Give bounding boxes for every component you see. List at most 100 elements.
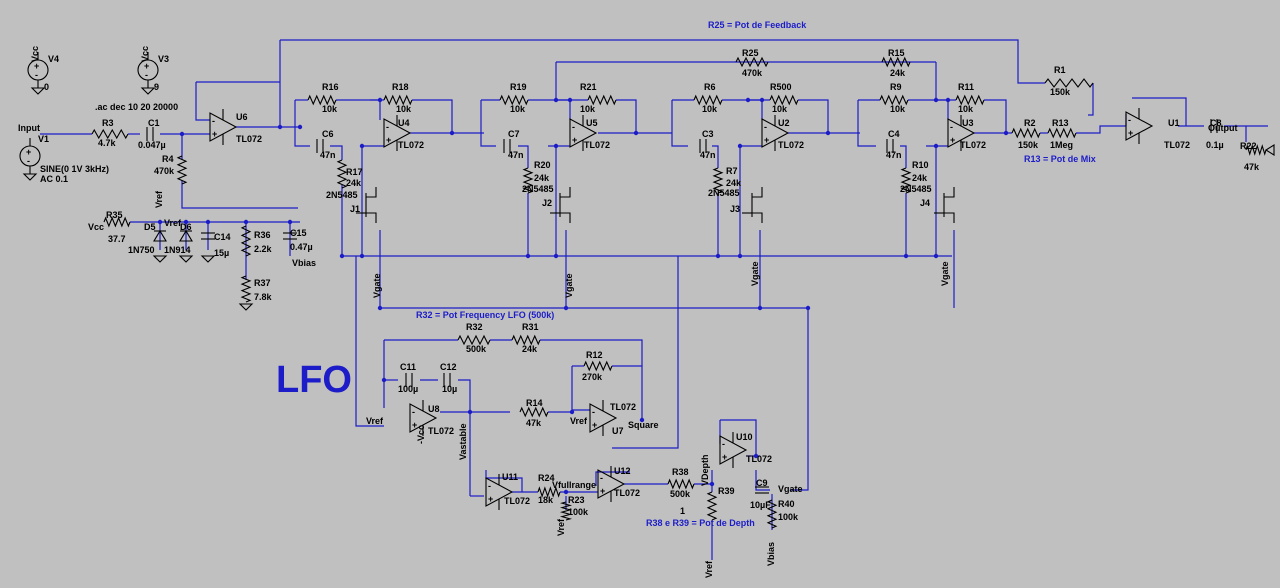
svg-text:-: -	[600, 473, 603, 483]
nvcc-label: -Vcc	[416, 425, 426, 444]
svg-text:+: +	[764, 135, 769, 145]
junction-dot	[567, 97, 573, 103]
r23-name: R23	[568, 495, 585, 505]
vdepth-label: VDepth	[700, 455, 710, 487]
junction-dot	[553, 253, 559, 259]
junction-dot	[1003, 130, 1009, 136]
resistor-r11	[955, 94, 985, 106]
c4-name: C4	[888, 129, 900, 139]
wires	[40, 39, 1268, 560]
vcc-label: Vcc	[140, 46, 150, 62]
junction-dot	[449, 130, 455, 136]
u1-part: TL072	[1164, 140, 1190, 150]
c7-value: 47n	[508, 150, 524, 160]
r31-value: 24k	[522, 344, 538, 354]
lfo-title: LFO	[276, 359, 352, 401]
resistor-r40	[766, 499, 778, 529]
vgate-out	[790, 308, 809, 491]
voltage-source-v4: +-	[27, 52, 49, 88]
vgate-label: Vgate	[778, 484, 803, 494]
junction-dot	[277, 124, 283, 130]
svg-text:-: -	[386, 122, 389, 132]
u5-part: TL072	[584, 140, 610, 150]
svg-text:+: +	[600, 486, 605, 496]
vastable-label: Vastable	[458, 423, 468, 460]
resistor-r13	[1047, 127, 1077, 139]
u7-name: U7	[612, 426, 624, 436]
c4-value: 47n	[886, 150, 902, 160]
r1-name: R1	[1054, 65, 1066, 75]
u3-name: U3	[962, 118, 974, 128]
vref-label: Vref	[704, 560, 714, 578]
jfet-j1	[356, 187, 377, 223]
svg-text:+: +	[722, 452, 727, 462]
r31-right	[540, 339, 643, 366]
r14-value: 47k	[526, 418, 542, 428]
resistor-r7	[712, 167, 724, 194]
r19-name: R19	[510, 82, 527, 92]
resistor-r17	[336, 159, 348, 189]
c12-name: C12	[440, 362, 457, 372]
resistor-r18	[383, 94, 413, 106]
r17-value: 24k	[346, 178, 362, 188]
resistor-r10	[900, 167, 912, 194]
jfet-part-1: 2N5485	[326, 190, 358, 200]
u2-part: TL072	[778, 140, 804, 150]
output-arrow-icon	[1264, 144, 1275, 156]
diode-d6	[179, 229, 193, 242]
junction-dot	[359, 253, 365, 259]
r500-value: 10k	[772, 104, 788, 114]
u1-name: U1	[1168, 118, 1180, 128]
resistor-r9	[879, 94, 909, 106]
opamp-u2: -+	[761, 115, 790, 151]
d6-value: 1N914	[164, 245, 191, 255]
vbias-label: Vbias	[766, 542, 776, 566]
u5-name: U5	[586, 118, 598, 128]
vbias-label: Vbias	[292, 258, 316, 268]
jfet-j4	[934, 187, 955, 223]
capacitor-c9	[755, 486, 769, 494]
jfet-j2	[550, 187, 571, 223]
r9-value: 10k	[890, 104, 906, 114]
d6-name: D6	[180, 222, 192, 232]
c9-left	[755, 470, 770, 491]
vref-label: Vref	[164, 218, 182, 228]
r40-value: 100k	[778, 512, 799, 522]
svg-text:+: +	[572, 135, 577, 145]
resistor-r25	[735, 56, 769, 68]
capacitor-c1	[146, 127, 154, 141]
r23-value: 100k	[568, 507, 589, 517]
r1-value: 150k	[1050, 87, 1071, 97]
opamp-u1: -+	[1125, 108, 1154, 144]
opamp-u6: -+	[209, 109, 238, 145]
r19-right	[528, 99, 571, 120]
junction-dot	[753, 453, 759, 459]
r18-right	[412, 99, 453, 133]
r40-name: R40	[778, 499, 795, 509]
opamp-u12: -+	[597, 466, 626, 502]
svg-text:+: +	[412, 420, 417, 430]
resistor-r20	[522, 167, 534, 194]
resistor-r36	[240, 225, 252, 257]
r10-name: R10	[912, 160, 929, 170]
u11-part: TL072	[504, 496, 530, 506]
u4-name: U4	[398, 118, 410, 128]
u12-part: TL072	[614, 488, 640, 498]
r20-name: R20	[534, 160, 551, 170]
diode-d5	[153, 229, 167, 242]
junction-dot	[933, 143, 939, 149]
u12-name: U12	[614, 466, 631, 476]
c3-name: C3	[702, 129, 714, 139]
c9-name: C9	[756, 478, 768, 488]
junction-dot	[563, 305, 569, 311]
c8-name: C8	[1210, 118, 1222, 128]
junction-dot	[381, 377, 387, 383]
jfet-part-3: 2N5485	[708, 188, 740, 198]
r500-name: R500	[770, 82, 792, 92]
resistor-r4	[176, 155, 188, 185]
svg-text:-: -	[572, 122, 575, 132]
r4-value: 470k	[154, 166, 175, 176]
r17-name: R17	[346, 167, 363, 177]
feedback-pot-note: R25 = Pot de Feedback	[708, 20, 807, 30]
